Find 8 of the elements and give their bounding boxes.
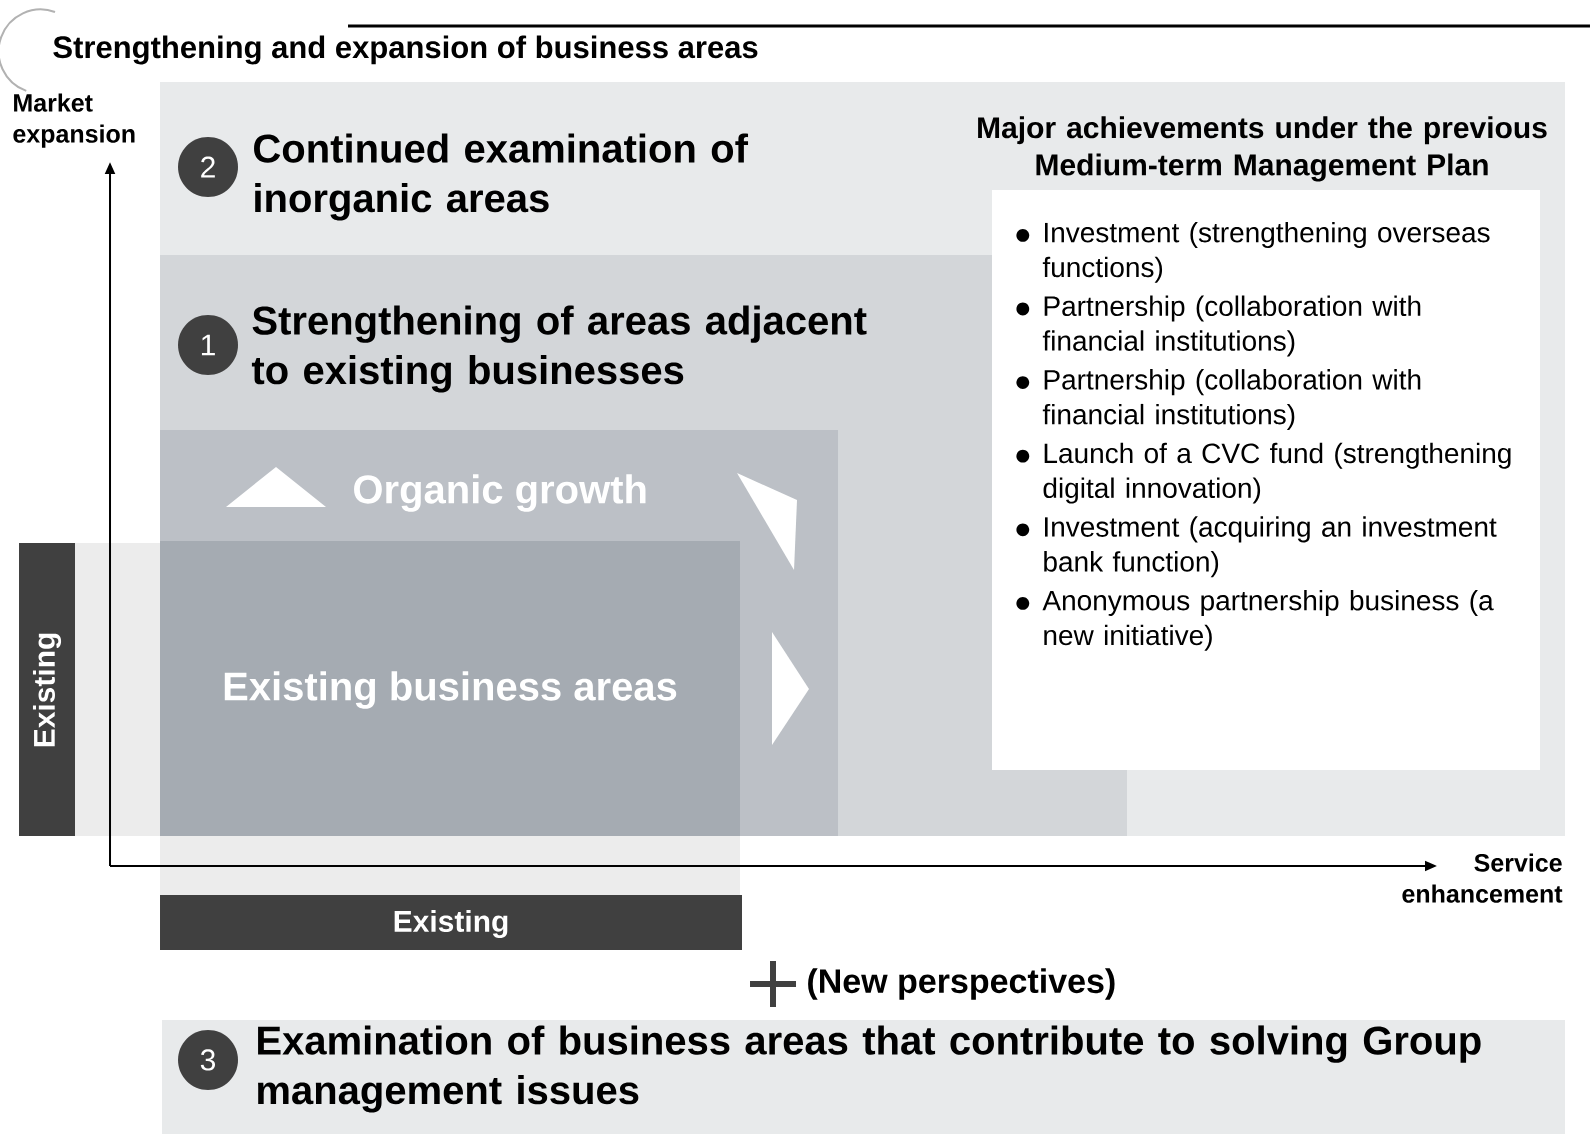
note: (New perspectives) (808, 968, 1115, 1000)
existing-box: Existing business areas (160, 541, 740, 836)
heading: Strengthening and expansion of business areas (53, 35, 758, 65)
axis-bar: Existing (160, 895, 742, 950)
axis-label: Service enhancement (1402, 853, 1563, 903)
axis-bar: Existing (19, 543, 75, 836)
axis-label: Market expansion (13, 93, 135, 148)
node-label: Major achievements under the previous Medium-term Management Plan (978, 116, 1547, 182)
